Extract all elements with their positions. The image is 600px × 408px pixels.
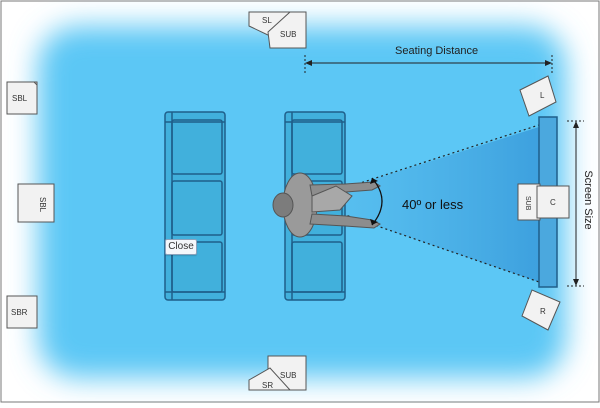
- sofa-left: [164, 111, 226, 301]
- screen-arrow-top: [573, 121, 579, 128]
- viewer-person: [272, 172, 381, 238]
- svg-text:SBL: SBL: [38, 197, 47, 213]
- speaker-sub-top: SUB: [267, 11, 307, 49]
- svg-text:SBL: SBL: [12, 94, 28, 103]
- seating-arrow-left: [305, 60, 312, 66]
- svg-text:SL: SL: [262, 16, 272, 25]
- angle-arrow-top: [370, 178, 378, 184]
- speaker-r: R: [521, 289, 561, 331]
- seating-distance-label: Seating Distance: [395, 45, 478, 57]
- seating-arrow-right: [545, 60, 552, 66]
- speaker-l: L: [519, 75, 557, 117]
- svg-text:SUB: SUB: [280, 371, 296, 380]
- close-button[interactable]: Close: [165, 239, 197, 255]
- speaker-sbl: SBL: [6, 81, 38, 115]
- angle-label: 40º or less: [402, 197, 464, 212]
- svg-text:L: L: [540, 91, 545, 100]
- viewing-cone: [305, 126, 542, 283]
- svg-text:SUB: SUB: [280, 30, 296, 39]
- svg-text:SR: SR: [262, 381, 273, 390]
- speaker-c: C: [536, 185, 570, 219]
- svg-text:R: R: [540, 307, 546, 316]
- svg-text:SUB: SUB: [524, 196, 531, 211]
- speaker-sbl-mid: SBL: [17, 183, 55, 223]
- speaker-sr: SR: [248, 367, 292, 391]
- svg-text:SBR: SBR: [11, 308, 28, 317]
- screen-size-label: Screen Size: [582, 170, 594, 229]
- speaker-sbr: SBR: [6, 295, 38, 329]
- svg-text:C: C: [550, 198, 556, 207]
- angle-arrow-bottom: [370, 219, 378, 225]
- screen-arrow-bottom: [573, 279, 579, 286]
